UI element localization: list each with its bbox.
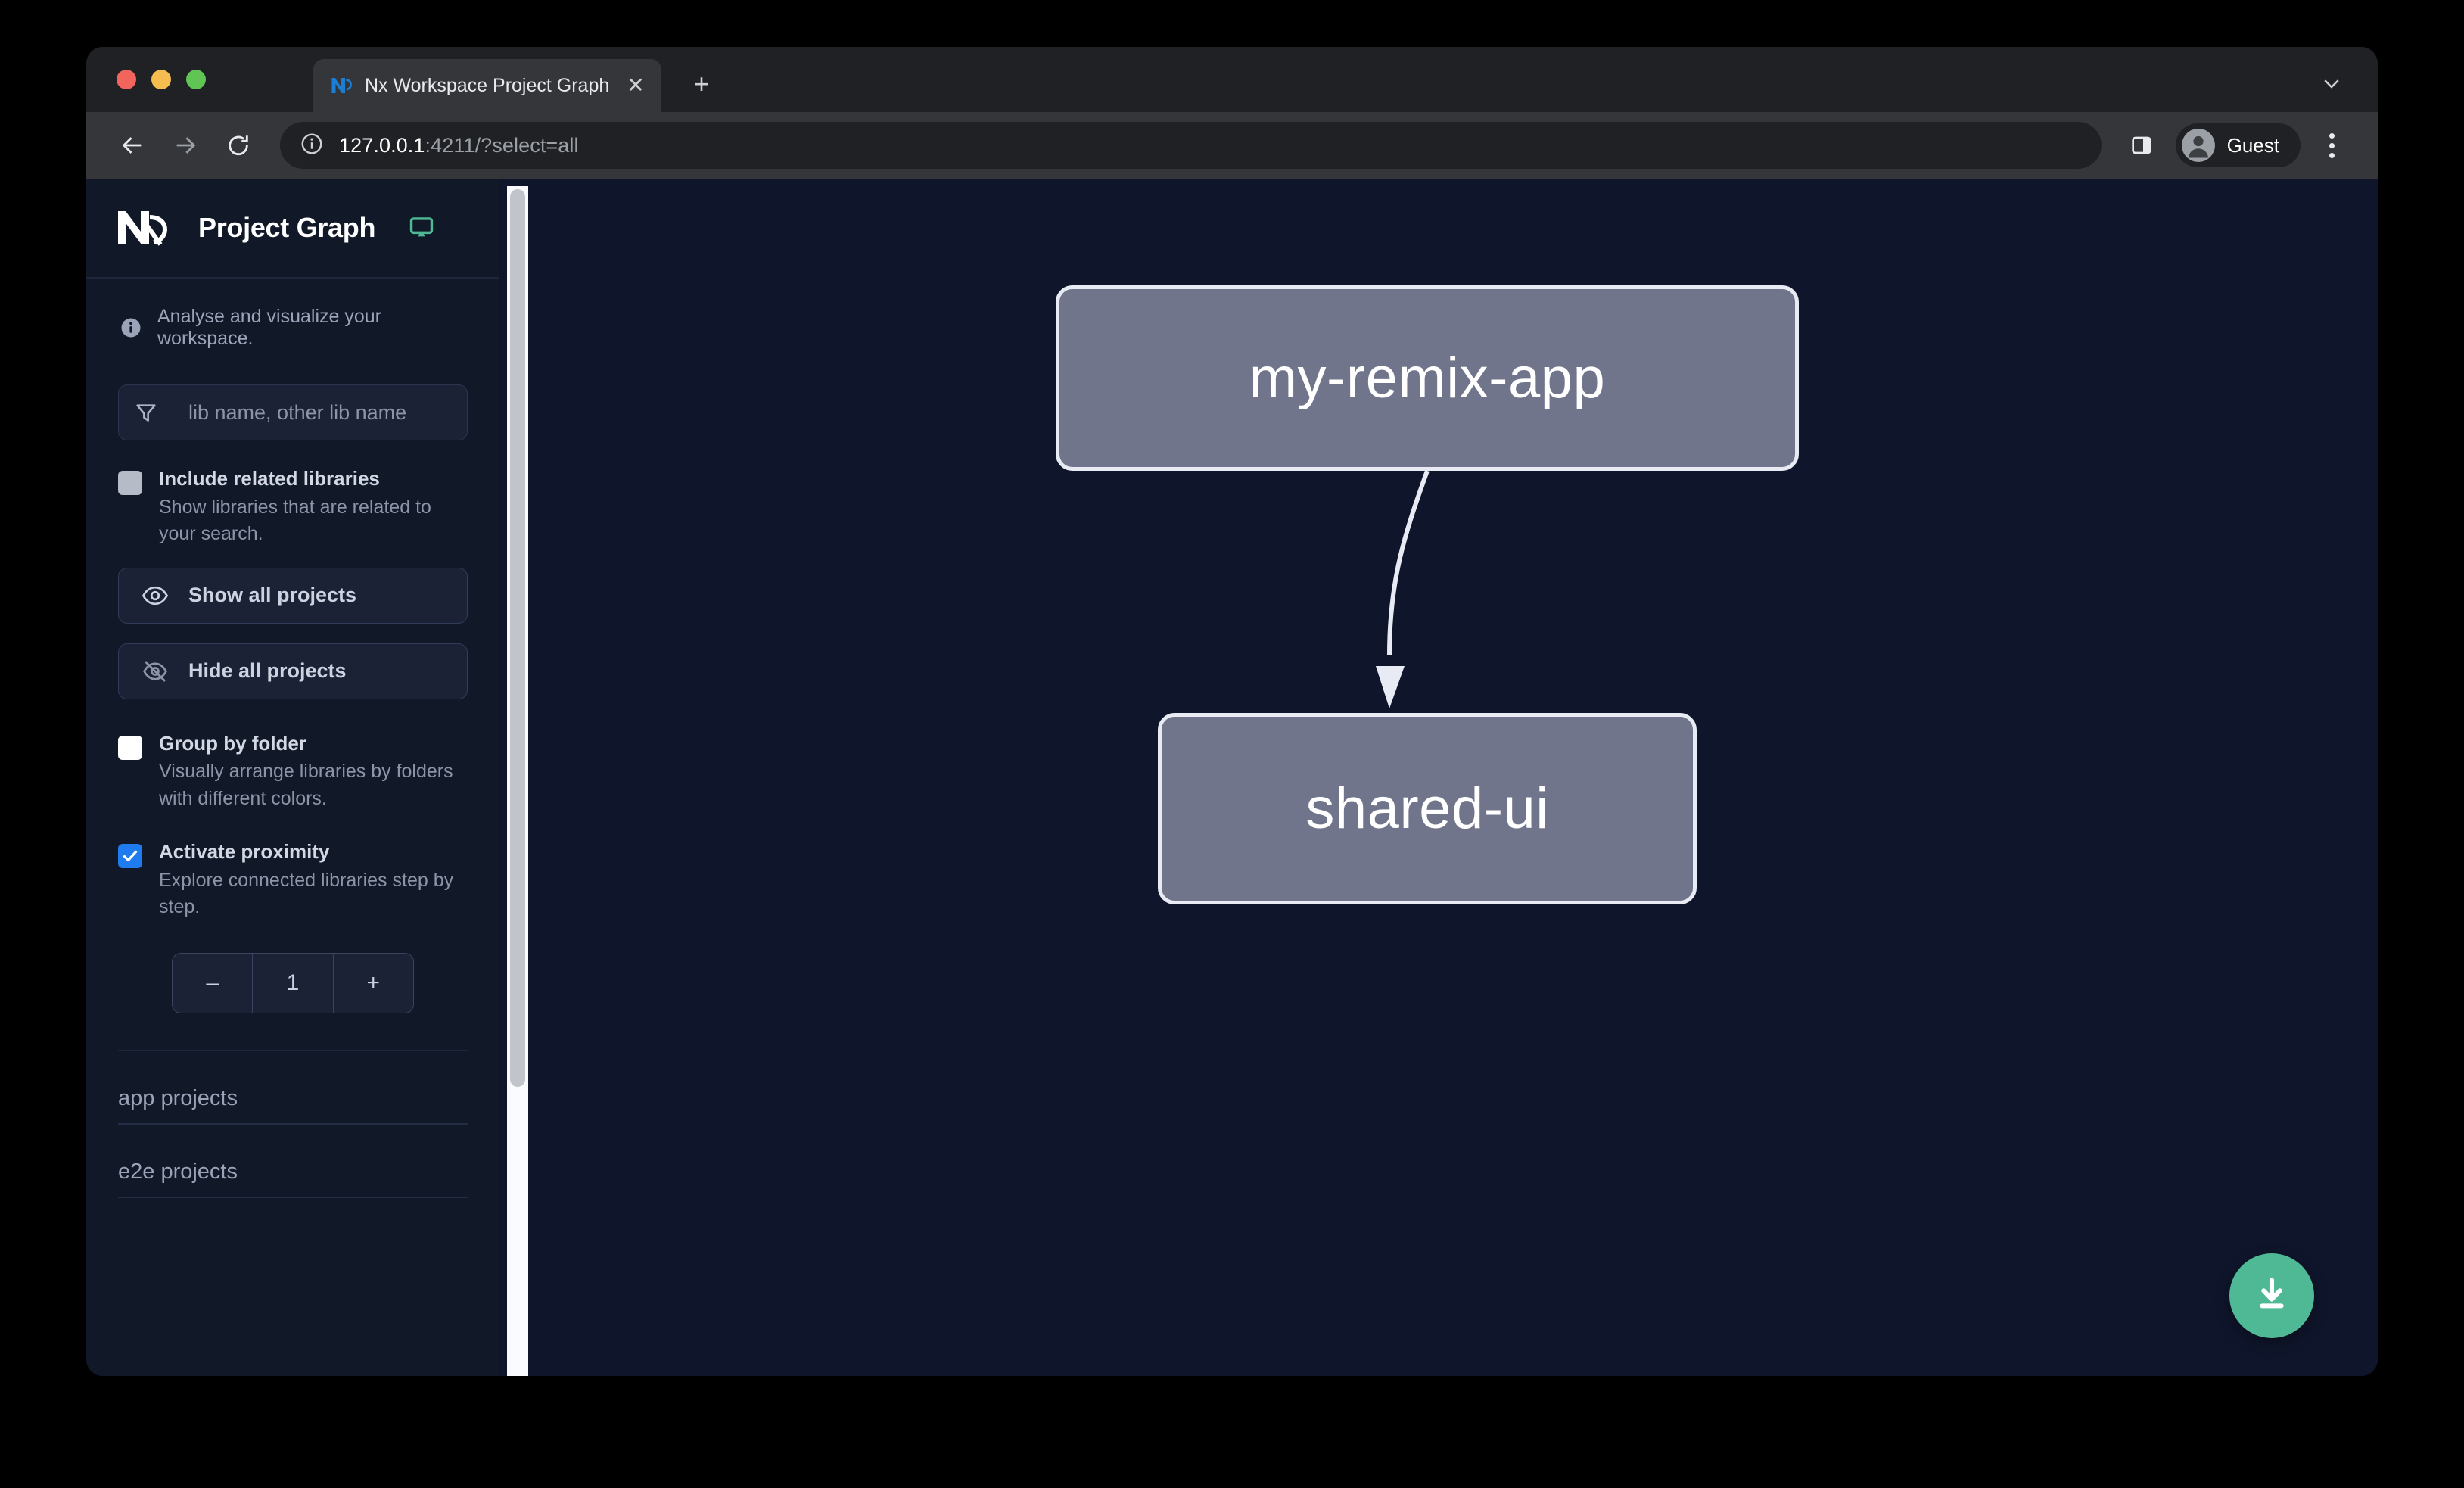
activate-proximity-checkbox[interactable] — [118, 844, 142, 868]
filter-field[interactable] — [118, 384, 471, 440]
monitor-icon[interactable] — [409, 215, 434, 241]
graph-node-my-remix-app[interactable]: my-remix-app — [1056, 285, 1799, 471]
browser-toolbar: 127.0.0.1:4211/?select=all Guest — [86, 112, 2378, 179]
page-title: Project Graph — [198, 212, 376, 243]
proximity-increment-button[interactable]: + — [332, 953, 413, 1013]
hide-all-projects-label: Hide all projects — [188, 659, 347, 682]
hide-all-projects-button[interactable]: Hide all projects — [118, 643, 468, 699]
nx-favicon-icon — [330, 74, 353, 97]
show-all-projects-button[interactable]: Show all projects — [118, 567, 468, 624]
graph-node-label: my-remix-app — [1249, 346, 1606, 410]
avatar — [2181, 129, 2215, 162]
side-panel-icon[interactable] — [2121, 125, 2162, 166]
address-bar-url: 127.0.0.1:4211/?select=all — [339, 134, 579, 157]
option-label: Group by folder — [159, 731, 306, 755]
option-include-related-libraries[interactable]: Include related libraries Show libraries… — [118, 466, 468, 548]
sidebar-scrollbar-thumb[interactable] — [510, 189, 525, 1087]
sidebar-divider — [118, 1049, 468, 1051]
option-label: Activate proximity — [159, 840, 330, 863]
proximity-decrement-button[interactable]: – — [206, 970, 219, 995]
close-window-button[interactable] — [117, 70, 136, 89]
url-host: 127.0.0.1 — [339, 133, 425, 157]
option-description: Show libraries that are related to your … — [159, 496, 431, 545]
include-related-libraries-checkbox[interactable] — [118, 471, 142, 495]
graph-node-shared-ui[interactable]: shared-ui — [1158, 713, 1697, 904]
option-group-by-folder[interactable]: Group by folder Visually arrange librari… — [118, 731, 468, 813]
download-graph-button[interactable] — [2229, 1253, 2314, 1338]
close-tab-button[interactable]: ✕ — [627, 73, 645, 97]
sidebar-scrollbar[interactable] — [507, 186, 528, 1376]
site-info-icon[interactable] — [300, 132, 324, 160]
maximize-window-button[interactable] — [186, 70, 206, 89]
download-icon — [2251, 1273, 2293, 1319]
group-header-app-projects[interactable]: app projects — [118, 1051, 468, 1125]
eye-icon — [142, 582, 169, 609]
option-label: Include related libraries — [159, 467, 380, 490]
sidebar: Project Graph Analyse and visual — [86, 179, 528, 1376]
option-activate-proximity[interactable]: Activate proximity Explore connected lib… — [118, 839, 468, 921]
eye-slash-icon — [142, 658, 169, 685]
sidebar-header: Project Graph — [86, 179, 499, 279]
project-graph-canvas[interactable]: my-remix-app shared-ui — [499, 179, 2378, 1376]
proximity-value: 1 — [252, 953, 332, 1013]
tab-title: Nx Workspace Project Graph — [365, 74, 610, 96]
funnel-filter-icon — [119, 385, 173, 440]
minimize-window-button[interactable] — [151, 70, 171, 89]
browser-window: Nx Workspace Project Graph ✕ + — [86, 47, 2378, 1376]
nx-logo-icon — [117, 208, 171, 247]
group-header-e2e-projects[interactable]: e2e projects — [118, 1125, 468, 1198]
new-tab-button[interactable]: + — [693, 68, 710, 99]
tab-strip: Nx Workspace Project Graph ✕ + — [86, 47, 2378, 112]
proximity-stepper: – 1 + — [172, 952, 414, 1013]
url-path: :4211/?select=all — [425, 133, 579, 157]
option-description: Visually arrange libraries by folders wi… — [159, 761, 453, 809]
reload-icon[interactable] — [215, 122, 262, 169]
chevron-down-icon[interactable] — [2320, 72, 2343, 100]
info-circle-icon — [120, 316, 142, 339]
window-traffic-lights — [117, 70, 206, 89]
option-description: Explore connected libraries step by step… — [159, 869, 454, 918]
address-bar[interactable]: 127.0.0.1:4211/?select=all — [280, 122, 2102, 169]
back-arrow-icon[interactable] — [109, 122, 156, 169]
show-all-projects-label: Show all projects — [188, 584, 357, 606]
profile-name: Guest — [2226, 133, 2279, 157]
browser-tab[interactable]: Nx Workspace Project Graph ✕ — [313, 59, 661, 112]
profile-button[interactable]: Guest — [2175, 123, 2301, 167]
forward-arrow-icon[interactable] — [162, 122, 209, 169]
group-by-folder-checkbox[interactable] — [118, 735, 142, 760]
graph-node-label: shared-ui — [1305, 777, 1549, 841]
sidebar-subtitle-row: Analyse and visualize your workspace. — [86, 279, 499, 350]
sidebar-subtitle: Analyse and visualize your workspace. — [157, 306, 381, 349]
sidebar-body: Include related libraries Show libraries… — [86, 350, 499, 1198]
three-dot-menu-icon[interactable] — [2311, 125, 2352, 166]
search-input[interactable] — [173, 400, 471, 425]
page-content: Project Graph Analyse and visual — [86, 179, 2378, 1376]
